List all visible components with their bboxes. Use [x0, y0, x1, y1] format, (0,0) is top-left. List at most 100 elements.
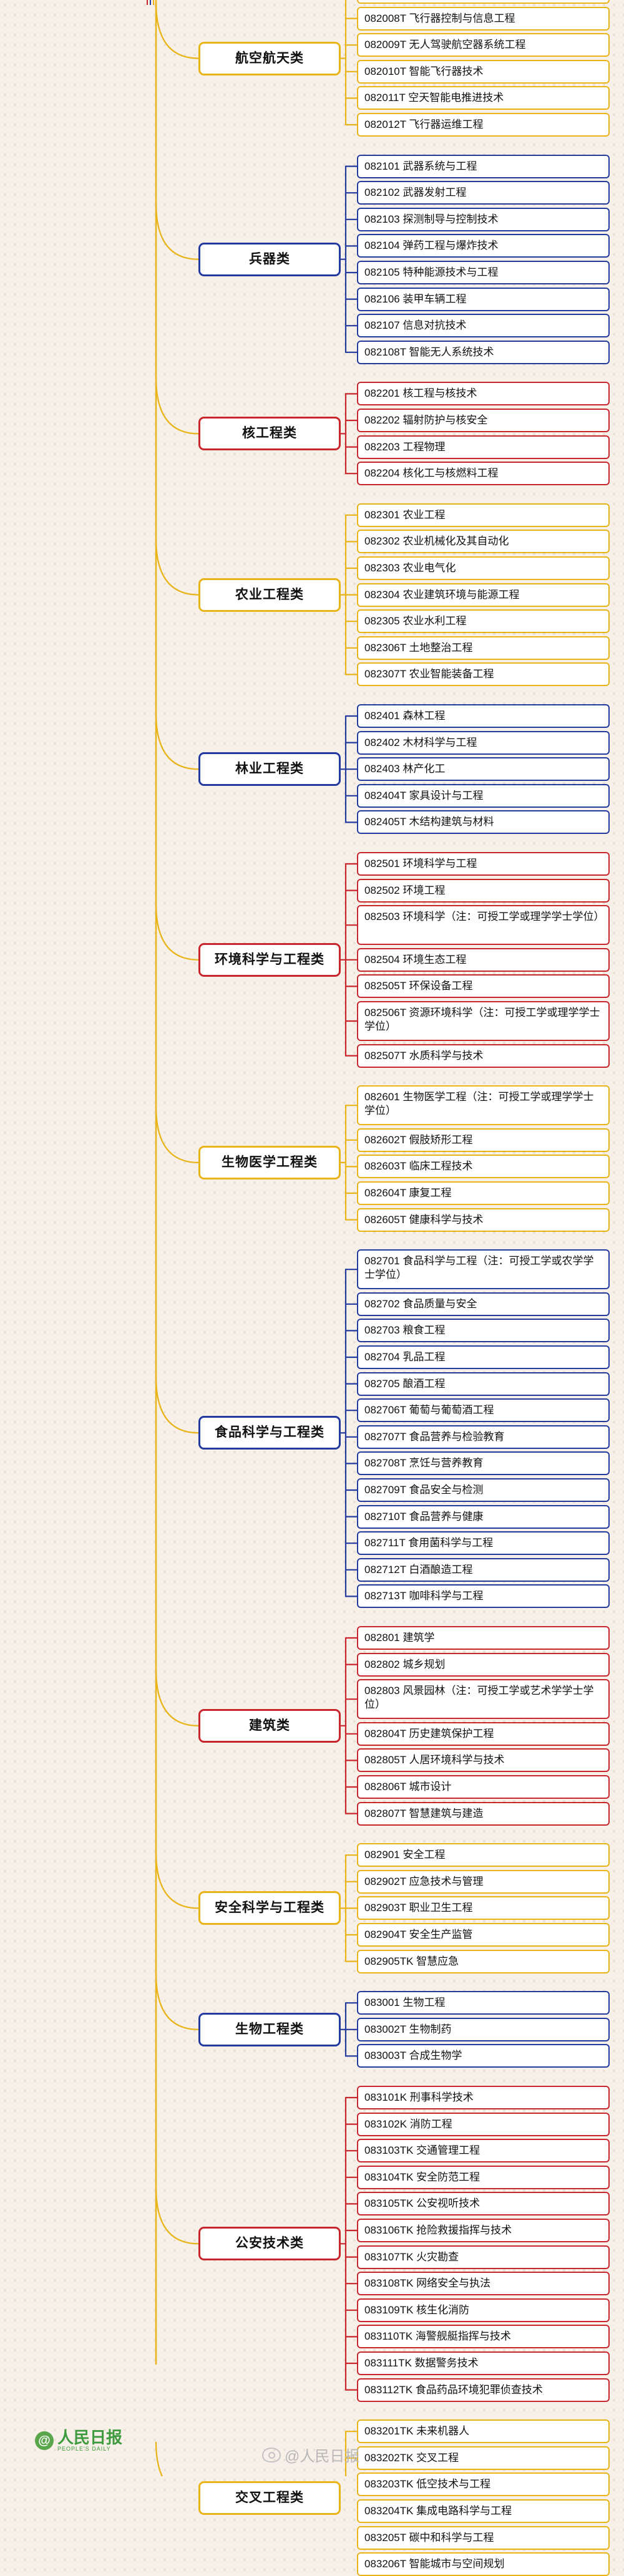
- connector-curve: [155, 2187, 199, 2245]
- major-node: 082304 农业建筑环境与能源工程: [357, 583, 610, 607]
- major-node: 083107TK 火灾勘查: [357, 2245, 610, 2269]
- major-node: 083202TK 交叉工程: [357, 2446, 610, 2470]
- major-node: 083203TK 低空技术与工程: [357, 2472, 610, 2497]
- major-node: 082701 食品科学与工程（注：可授工学或农学学士学位）: [357, 1249, 610, 1290]
- major-node: 083110TK 海警舰艇指挥与技术: [357, 2325, 610, 2349]
- connector-curve: [155, 713, 199, 770]
- major-node: 082705 酿酒工程: [357, 1372, 610, 1396]
- major-node: 083002T 生物制药: [357, 2017, 610, 2041]
- major-node: 082506T 资源环境科学（注：可授工学或理学学士学位）: [357, 1001, 610, 1041]
- connector-curve: [155, 1852, 199, 1909]
- major-node: 082504 环境生态工程: [357, 947, 610, 972]
- logo-name: 人民日报: [57, 2428, 123, 2447]
- major-node: 082305 农业水利工程: [357, 609, 610, 634]
- major-node: 082712T 白酒酿造工程: [357, 1557, 610, 1582]
- major-node: 083205T 碳中和科学与工程: [357, 2525, 610, 2550]
- major-node: 082102 武器发射工程: [357, 181, 610, 205]
- major-node: 083204TK 集成电路科学与工程: [357, 2499, 610, 2523]
- connector-curve: [155, 1106, 199, 1163]
- major-node: 083106TK 抢险救援指挥与技术: [357, 2219, 610, 2242]
- major-node: 082202 辐射防护与核安全: [357, 409, 610, 432]
- major-node: 082603T 临床工程技术: [357, 1155, 610, 1179]
- major-node: 083104TK 安全防范工程: [357, 2165, 610, 2189]
- major-node: 082012T 飞行器运维工程: [357, 113, 610, 137]
- major-node: 082103 探测制导与控制技术: [357, 207, 610, 231]
- category-node: 食品科学与工程类: [198, 1416, 341, 1450]
- category-node: 公安技术类: [198, 2227, 341, 2261]
- major-node: 082802 城乡规划: [357, 1652, 610, 1677]
- major-node: 082401 森林工程: [357, 704, 610, 728]
- category-node: 兵器类: [198, 242, 341, 276]
- connector-curve: [155, 1973, 199, 2030]
- major-node: 082303 农业电气化: [357, 556, 610, 580]
- major-node: 083111TK 数据警务技术: [357, 2351, 610, 2375]
- major-node: 082306T 土地整治工程: [357, 636, 610, 660]
- connector-curve: [155, 203, 199, 260]
- major-node: 082703 粮食工程: [357, 1319, 610, 1343]
- connector-curve: [155, 1669, 199, 1726]
- major-node: 082905TK 智慧应急: [357, 1949, 610, 1973]
- major-node: 083103TK 交通管理工程: [357, 2139, 610, 2163]
- major-node: 082709T 食品安全与检测: [357, 1478, 610, 1502]
- major-node: 082507T 水质科学与技术: [357, 1043, 610, 1068]
- major-node: 083102K 消防工程: [357, 2112, 610, 2136]
- major-node: 082804T 历史建筑保护工程: [357, 1721, 610, 1746]
- category-node: 生物医学工程类: [198, 1145, 341, 1179]
- major-node: 082405T 木结构建筑与材料: [357, 810, 610, 835]
- major-node: 082707T 食品营养与检验教育: [357, 1425, 610, 1449]
- major-node: 082008T 飞行器控制与信息工程: [357, 6, 610, 31]
- major-node: 082011T 空天智能电推进技术: [357, 86, 610, 110]
- major-node: 082201 核工程与核技术: [357, 382, 610, 406]
- major-node: 083108TK 网络安全与执法: [357, 2272, 610, 2296]
- major-node: 082403 林产化工: [357, 757, 610, 782]
- major-node: 083109TK 核生化消防: [357, 2298, 610, 2322]
- major-node: 082105 特种能源技术与工程: [357, 261, 610, 284]
- major-node: 082713T 咖啡科学与工程: [357, 1584, 610, 1609]
- major-node: 082302 农业机械化及其自动化: [357, 530, 610, 554]
- major-node: 082601 生物医学工程（注：可授工学或理学学士学位）: [357, 1085, 610, 1126]
- major-node: 082706T 葡萄与葡萄酒工程: [357, 1398, 610, 1423]
- major-node: 082307T 农业智能装备工程: [357, 662, 610, 687]
- category-node: 航空航天类: [198, 41, 341, 75]
- connector-curve: [155, 2, 199, 59]
- major-node: 082604T 康复工程: [357, 1181, 610, 1205]
- major-node: 082901 安全工程: [357, 1843, 610, 1867]
- major-node: 082404T 家具设计与工程: [357, 783, 610, 808]
- major-node: 082704 乳品工程: [357, 1345, 610, 1369]
- major-node: 082502 环境工程: [357, 878, 610, 903]
- weibo-watermark: @人民日报: [262, 2444, 359, 2466]
- connector-curve: [155, 903, 199, 961]
- major-node: 083112TK 食品药品环境犯罪侦查技术: [357, 2378, 610, 2402]
- major-node: 082801 建筑学: [357, 1626, 610, 1650]
- major-node: 082806T 城市设计: [357, 1775, 610, 1799]
- logo-mark: @: [35, 2431, 54, 2450]
- major-node: 083001 生物工程: [357, 1991, 610, 2015]
- category-node: 林业工程类: [198, 752, 341, 787]
- major-node: 082602T 假肢矫形工程: [357, 1128, 610, 1152]
- major-node: 082204 核化工与核燃料工程: [357, 462, 610, 486]
- weibo-icon: [262, 2447, 281, 2462]
- connector-curve: [155, 2441, 163, 2476]
- major-node: 083206T 智能城市与空间规划: [357, 2552, 610, 2576]
- category-node: 环境科学与工程类: [198, 942, 341, 977]
- category-node: 建筑类: [198, 1708, 341, 1743]
- major-node: 082402 木材科学与工程: [357, 730, 610, 755]
- connector-curve: [155, 1377, 199, 1434]
- people-daily-logo: @ 人民日报 PEOPLE'S DAILY: [35, 2429, 122, 2452]
- major-node: 082805T 人居环境科学与技术: [357, 1748, 610, 1773]
- category-node: 交叉工程类: [198, 2481, 341, 2515]
- category-node: 农业工程类: [198, 578, 341, 612]
- major-node: 082904T 安全生产监管: [357, 1923, 610, 1947]
- major-node: 082902T 应急技术与管理: [357, 1869, 610, 1894]
- major-node: 082605T 健康科学与技术: [357, 1208, 610, 1232]
- major-node: 082503 环境科学（注：可授工学或理学学士学位）: [357, 905, 610, 946]
- major-node: 082301 农业工程: [357, 503, 610, 527]
- major-node: 082702 食品质量与安全: [357, 1292, 610, 1316]
- major-node: 082203 工程物理: [357, 435, 610, 459]
- major-node: 082711T 食用菌科学与工程: [357, 1531, 610, 1556]
- major-node: 082710T 食品营养与健康: [357, 1504, 610, 1529]
- category-node: 生物工程类: [198, 2012, 341, 2046]
- diagram-canvas: [147, 0, 358, 2476]
- major-node: 082007T 飞行器适航技术: [357, 0, 610, 4]
- category-node: 安全科学与工程类: [198, 1891, 341, 1925]
